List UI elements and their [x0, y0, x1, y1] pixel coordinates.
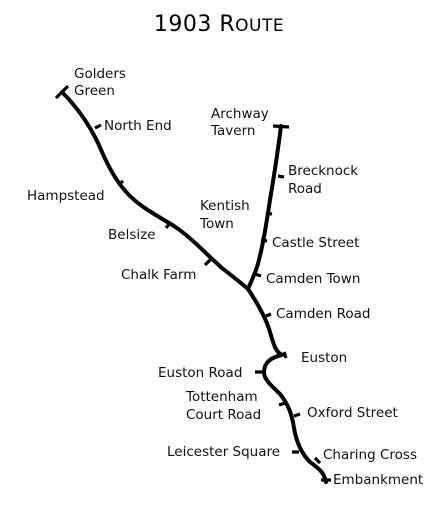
title-year: 1903: [154, 12, 212, 37]
label-euston-road: Euston Road: [158, 365, 242, 381]
label-tottenham-court-road: Tottenham Court Road: [185, 389, 262, 423]
tick-tottenham-court-road: [278, 401, 286, 407]
label-camden-town: Camden Town: [266, 271, 360, 287]
main-line: [246, 287, 328, 484]
tick-brecknock-road: [277, 174, 285, 179]
tick-camden-town: [254, 272, 262, 278]
label-hampstead: Hampstead: [27, 188, 105, 204]
label-leicester-square: Leicester Square: [167, 444, 280, 460]
label-embankment: Embankment: [333, 472, 423, 488]
label-north-end: North End: [104, 118, 172, 134]
label-brecknock-road: Brecknock Road: [288, 163, 362, 197]
tick-archway-tavern: [272, 124, 290, 129]
label-chalk-farm: Chalk Farm: [121, 267, 196, 283]
label-oxford-street: Oxford Street: [307, 405, 398, 421]
tick-hampstead: [117, 179, 124, 187]
label-euston: Euston: [301, 350, 347, 366]
tick-north-end: [94, 123, 102, 130]
title-rest: OUTE: [235, 16, 284, 36]
tick-charing-cross: [313, 456, 322, 465]
tick-chalk-farm: [203, 257, 213, 267]
tick-golders-green: [54, 84, 70, 100]
tick-castle-street: [260, 238, 268, 243]
label-kentish-town: Kentish Town: [199, 198, 254, 232]
label-archway-tavern: Archway Tavern: [210, 106, 273, 139]
northern-branch-line: [246, 124, 283, 291]
map-title: 1903 ROUTE: [154, 12, 284, 37]
label-belsize: Belsize: [108, 227, 156, 243]
tick-belsize: [164, 220, 173, 230]
tick-euston: [282, 351, 288, 359]
tick-oxford-street: [293, 412, 301, 418]
western-branch-line: [60, 90, 250, 291]
label-camden-road: Camden Road: [276, 306, 370, 322]
label-charing-cross: Charing Cross: [323, 447, 417, 463]
label-golders-green: Golders Green: [74, 66, 130, 99]
title-initial: R: [219, 12, 235, 37]
label-castle-street: Castle Street: [272, 235, 359, 251]
tick-camden-road: [265, 312, 272, 318]
tick-kentish-town: [265, 211, 273, 216]
